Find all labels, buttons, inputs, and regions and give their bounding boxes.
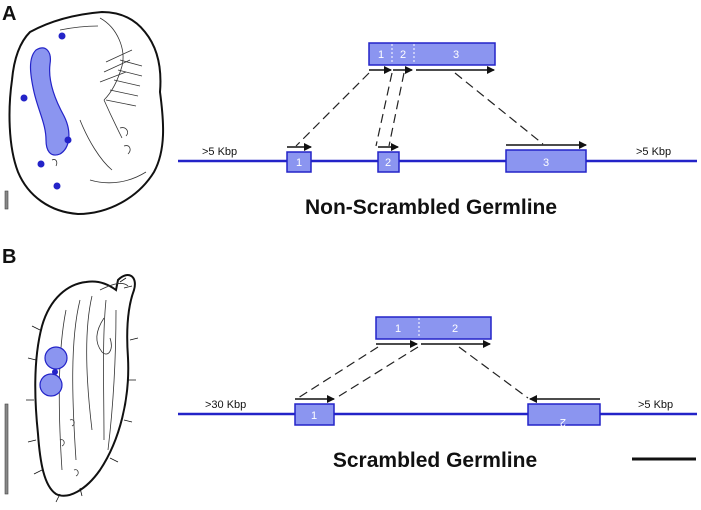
panel-a-caption: Non-Scrambled Germline [305, 196, 557, 219]
panel-b-scale-bar [4, 403, 9, 495]
panel-a-label: A [2, 3, 16, 25]
panel-a-cell-illustration [8, 10, 165, 216]
panel-a-germline-label-1: 1 [296, 157, 302, 169]
panel-b-right-flank: >5 Kbp [638, 399, 673, 411]
panel-a-germline-chromosome: 1 2 3 >5 Kbp >5 Kbp [178, 141, 697, 173]
panel-a-germline-mds-3 [505, 149, 587, 173]
panel-b-label: B [2, 246, 16, 268]
panel-b-germline-label-1: 1 [311, 410, 317, 422]
panel-a-germline-label-2: 2 [385, 157, 391, 169]
panel-b-macronuclear-gene: 1 2 [375, 316, 492, 348]
panel-b-macro-segment-1: 1 [395, 323, 401, 335]
panel-b-germline-mds-2 [527, 403, 601, 426]
panel-a-macro-segment-1: 1 [378, 49, 384, 61]
panel-a-macronuclear-gene: 1 2 3 [368, 42, 496, 74]
panel-a-left-flank: >5 Kbp [202, 146, 237, 158]
panel-a-mapping-lines [295, 72, 544, 147]
panel-a-macro-segment-3: 3 [453, 49, 459, 61]
panel-a-germline-mds-1 [286, 151, 312, 173]
panel-b-mapping-lines [297, 346, 529, 399]
panel-a-macro-segment-2: 2 [400, 49, 406, 61]
panel-a-scale-bar [4, 190, 9, 210]
panel-b-caption: Scrambled Germline [333, 449, 537, 472]
panel-a-germline-label-3: 3 [543, 157, 549, 169]
panel-b-germline-mds-1 [294, 403, 335, 426]
panel-a-right-flank: >5 Kbp [636, 146, 671, 158]
panel-b-left-flank: >30 Kbp [205, 399, 246, 411]
panel-b-germline-label-2-inverted: 2 [560, 416, 566, 428]
panel-b-germline-chromosome: 1 2 >30 Kbp >5 Kbp [178, 395, 697, 428]
panel-a-germline-mds-2 [377, 151, 400, 173]
panel-b-cell-illustration [26, 274, 139, 503]
panel-a-macro-box [368, 42, 496, 66]
panel-b-macro-segment-2: 2 [452, 323, 458, 335]
panel-b-macro-box [375, 316, 492, 340]
